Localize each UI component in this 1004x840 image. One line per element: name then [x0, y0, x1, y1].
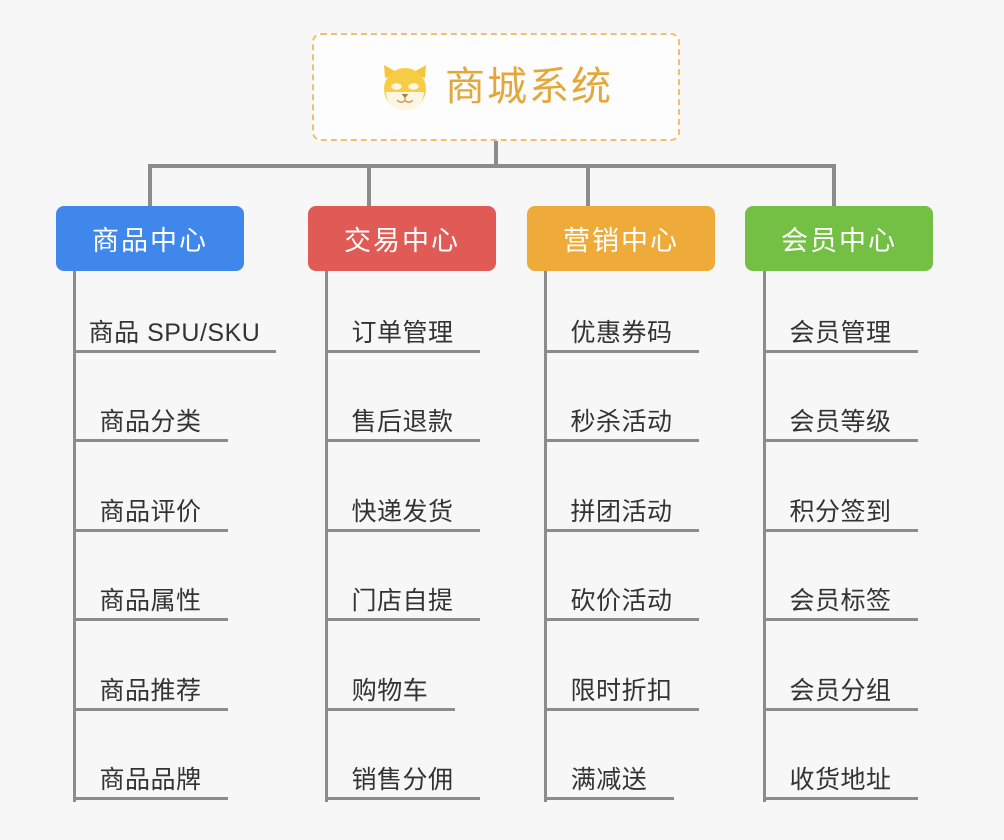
leaf-item[interactable]: 销售分佣	[325, 754, 480, 800]
branch-node-1[interactable]: 商品中心	[56, 206, 244, 271]
leaf-item[interactable]: 积分签到	[763, 486, 918, 532]
leaf-item[interactable]: 商品属性	[73, 575, 228, 621]
leaf-label: 限时折扣	[570, 677, 673, 706]
leaf-label: 会员管理	[789, 319, 892, 348]
leaf-label: 商品 SPU/SKU	[88, 319, 261, 348]
leaf-label: 销售分佣	[351, 766, 454, 795]
leaf-label: 购物车	[351, 677, 429, 706]
leaf-label: 订单管理	[351, 319, 454, 348]
leaf-item[interactable]: 秒杀活动	[544, 396, 699, 442]
branch-spine-4	[763, 271, 766, 802]
leaf-label: 优惠券码	[570, 319, 673, 348]
leaf-item[interactable]: 会员等级	[763, 396, 918, 442]
leaf-item[interactable]: 商品 SPU/SKU	[73, 307, 276, 353]
leaf-item[interactable]: 会员管理	[763, 307, 918, 353]
leaf-label: 商品品牌	[99, 766, 202, 795]
leaf-label: 快递发货	[351, 498, 454, 527]
root-title: 商城系统	[445, 65, 613, 109]
connector-drop-4	[832, 164, 836, 206]
branch-spine-1	[73, 271, 76, 802]
leaf-item[interactable]: 门店自提	[325, 575, 480, 621]
leaf-item[interactable]: 购物车	[325, 665, 455, 711]
connector-drop-1	[148, 164, 152, 206]
leaf-item[interactable]: 商品品牌	[73, 754, 228, 800]
shiba-dog-face-icon	[379, 62, 431, 114]
branch-label-1: 商品中心	[92, 226, 208, 256]
leaf-label: 积分签到	[789, 498, 892, 527]
branch-spine-3	[544, 271, 547, 802]
leaf-item[interactable]: 优惠券码	[544, 307, 699, 353]
leaf-label: 秒杀活动	[570, 408, 673, 437]
leaf-item[interactable]: 快递发货	[325, 486, 480, 532]
connector-horizontal-bus	[148, 164, 836, 168]
leaf-label: 砍价活动	[570, 587, 673, 616]
leaf-label: 会员标签	[789, 587, 892, 616]
leaf-item[interactable]: 会员分组	[763, 665, 918, 711]
leaf-label: 商品属性	[99, 587, 202, 616]
leaf-item[interactable]: 商品分类	[73, 396, 228, 442]
connector-drop-3	[586, 164, 590, 206]
leaf-label: 商品分类	[99, 408, 202, 437]
leaf-item[interactable]: 商品评价	[73, 486, 228, 532]
leaf-item[interactable]: 订单管理	[325, 307, 480, 353]
leaf-item[interactable]: 售后退款	[325, 396, 480, 442]
branch-label-3: 营销中心	[563, 226, 679, 256]
branch-label-2: 交易中心	[344, 226, 460, 256]
leaf-label: 商品评价	[99, 498, 202, 527]
branch-spine-2	[325, 271, 328, 802]
leaf-label: 拼团活动	[570, 498, 673, 527]
leaf-label: 商品推荐	[99, 677, 202, 706]
branch-node-2[interactable]: 交易中心	[308, 206, 496, 271]
branch-label-4: 会员中心	[781, 226, 897, 256]
leaf-item[interactable]: 拼团活动	[544, 486, 699, 532]
leaf-item[interactable]: 会员标签	[763, 575, 918, 621]
branch-node-4[interactable]: 会员中心	[745, 206, 933, 271]
leaf-label: 会员等级	[789, 408, 892, 437]
leaf-item[interactable]: 商品推荐	[73, 665, 228, 711]
root-node[interactable]: 商城系统	[312, 33, 680, 141]
leaf-label: 售后退款	[351, 408, 454, 437]
leaf-item[interactable]: 砍价活动	[544, 575, 699, 621]
connector-drop-2	[367, 164, 371, 206]
connector-root-stem	[494, 141, 498, 168]
leaf-label: 门店自提	[351, 587, 454, 616]
leaf-item[interactable]: 满减送	[544, 754, 674, 800]
leaf-label: 会员分组	[789, 677, 892, 706]
leaf-label: 满减送	[570, 766, 648, 795]
branch-node-3[interactable]: 营销中心	[527, 206, 715, 271]
leaf-item[interactable]: 限时折扣	[544, 665, 699, 711]
leaf-label: 收货地址	[789, 766, 892, 795]
leaf-item[interactable]: 收货地址	[763, 754, 918, 800]
